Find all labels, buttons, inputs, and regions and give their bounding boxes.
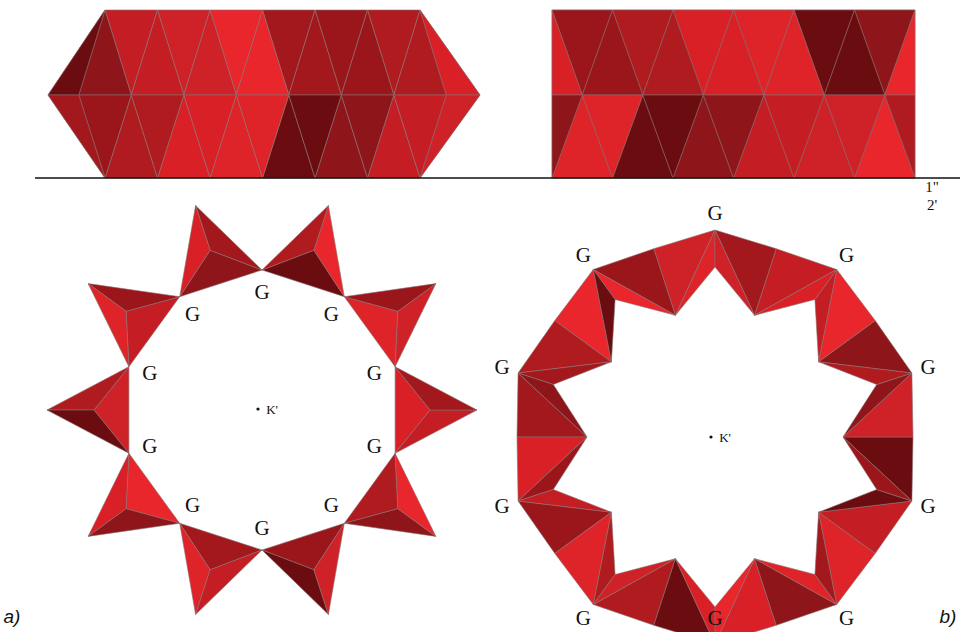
site-label: G	[494, 496, 509, 517]
top-view-b	[517, 230, 913, 632]
octahedron-face	[675, 230, 715, 315]
octahedron-face	[420, 10, 480, 95]
site-label: G	[367, 363, 382, 384]
octahedron-face	[552, 95, 582, 178]
center-label: K'	[719, 431, 731, 444]
octahedron-face	[48, 10, 105, 95]
panel-label: b)	[940, 607, 957, 626]
octahedron-face	[420, 95, 480, 178]
site-label: G	[839, 608, 854, 629]
octahedron-face	[314, 523, 344, 614]
octahedron-face	[715, 230, 755, 315]
octahedron-face	[341, 95, 394, 178]
octahedron-face	[131, 10, 184, 95]
top-view-a	[47, 206, 477, 615]
octahedron-face	[582, 95, 643, 178]
octahedron-face	[582, 10, 643, 95]
octahedron-face	[196, 550, 262, 615]
octahedron-face	[395, 410, 477, 453]
site-label: G	[494, 357, 509, 378]
octahedron-face	[517, 373, 587, 437]
site-label: G	[142, 363, 157, 384]
octahedron-face	[703, 95, 764, 178]
octahedron-face	[184, 95, 237, 178]
site-label: G	[185, 304, 200, 325]
site-label: G	[367, 436, 382, 457]
octahedron-face	[815, 512, 837, 604]
site-label: G	[920, 357, 935, 378]
center-label: K'	[266, 403, 278, 416]
octahedron-face	[764, 95, 825, 178]
octahedron-face	[262, 206, 328, 271]
octahedron-face	[47, 410, 129, 453]
octahedron-face	[47, 367, 129, 410]
site-label: G	[707, 203, 722, 224]
octahedron-face	[715, 230, 776, 315]
octahedron-face	[48, 95, 105, 178]
site-label: G	[254, 518, 269, 539]
octahedron-face	[885, 95, 915, 178]
site-label: G	[324, 495, 339, 516]
octahedron-face	[341, 10, 394, 95]
octahedron-face	[88, 509, 180, 537]
octahedron-face	[703, 10, 764, 95]
site-label: G	[324, 304, 339, 325]
octahedron-face	[395, 453, 436, 536]
octahedron-face	[518, 490, 611, 513]
site-label: G	[576, 608, 591, 629]
octahedron-face	[824, 10, 885, 95]
site-label: G	[576, 245, 591, 266]
octahedron-face	[289, 10, 342, 95]
octahedron-face	[643, 10, 704, 95]
octahedron-face	[236, 10, 288, 95]
octahedron-face	[755, 270, 837, 316]
view-marker: 2'	[927, 198, 937, 213]
ground-line	[35, 177, 960, 179]
panel-label: a)	[4, 607, 21, 626]
octahedron-face	[819, 362, 912, 385]
center-dot	[256, 407, 259, 410]
octahedron-face	[180, 206, 210, 297]
octahedron-face	[236, 95, 288, 178]
octahedron-face	[824, 95, 885, 178]
view-marker: 1"	[925, 180, 939, 195]
octahedron-face	[764, 10, 825, 95]
octahedron-face	[289, 95, 342, 178]
octahedron-face	[885, 10, 915, 95]
octahedron-face	[88, 284, 129, 367]
octahedron-face	[131, 95, 184, 178]
octahedron-face	[654, 559, 715, 632]
octahedron-face	[552, 10, 582, 95]
site-label: G	[839, 245, 854, 266]
site-label: G	[142, 436, 157, 457]
center-dot	[709, 435, 712, 438]
octahedron-face	[843, 437, 913, 501]
side-view-b	[552, 10, 915, 178]
site-label: G	[920, 496, 935, 517]
octahedron-face	[344, 284, 436, 312]
site-label: G	[254, 282, 269, 303]
site-label: G	[185, 495, 200, 516]
octahedron-face	[843, 437, 912, 501]
octahedron-face	[593, 270, 615, 362]
octahedron-face	[643, 95, 704, 178]
octahedron-face	[593, 559, 675, 605]
octahedron-face	[395, 367, 477, 410]
octahedron-face	[552, 10, 915, 178]
octahedron-face	[518, 373, 587, 437]
side-view-a	[48, 10, 480, 178]
octahedron-face	[184, 10, 237, 95]
site-label: G	[707, 608, 722, 629]
